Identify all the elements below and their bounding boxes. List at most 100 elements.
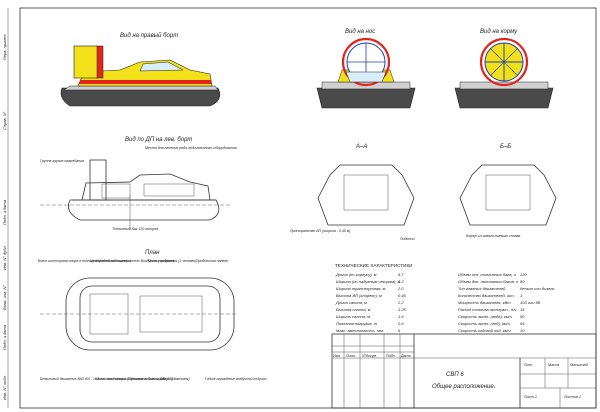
tb-col-list: Лист: [345, 354, 355, 358]
spec-label: Скорость экспл. (лед), км/ч: [458, 321, 510, 326]
section-outline: [459, 164, 557, 226]
view-title-section-b: Б–Б: [500, 144, 511, 150]
callout-fan-mount: Места для несения рядо-подъемочного обор…: [145, 146, 237, 150]
view-plan: План Винт-штопорная опора в полноподъёмн…: [38, 250, 267, 381]
callout-floor: Корпус из алюми-ниевого сплава: [466, 234, 520, 238]
spec-label: Скорость экспл. (вода), км/ч: [458, 314, 512, 319]
fan-strut: [489, 47, 519, 77]
tb-name: Общее расположение.: [432, 384, 495, 390]
spec-value: 103 или 88: [520, 300, 541, 305]
section-a: А–А Пространство ВП (ширина - 0,45 м) По…: [290, 144, 415, 241]
callout-salon: Салон (10 человек): [160, 377, 190, 381]
spec-label: Объем доп. топливных баков, л: [458, 279, 519, 284]
view-title-left-side: Вид по ДП на лев. борт: [125, 137, 192, 143]
window: [139, 61, 184, 72]
view-title-right-side: Вид на правый борт: [120, 32, 178, 39]
spec-label: Количество двигателей, шт.: [458, 293, 515, 298]
spec-label: Длина салона, м: [335, 300, 367, 305]
spec-value: 10: [520, 328, 525, 333]
hull-rim: [63, 85, 219, 91]
spec-value: 50: [520, 314, 525, 319]
title-block: Изм. Лист N°докум. Подп. Дата СВП 6 Обще…: [331, 333, 597, 409]
spec-label: Ширина (по надувным секциям), м: [336, 279, 400, 284]
spec-value: 80: [520, 279, 525, 284]
fan-duct-stripe: [96, 45, 104, 79]
sheet-frame: [19, 7, 597, 409]
specs-table: ТЕХНИЧЕСКИЕ ХАРАКТЕРИСТИКИ Длина (по кор…: [335, 263, 555, 333]
fan-ring: [479, 37, 529, 87]
view-title-section-a: А–А: [355, 144, 367, 150]
salon: [143, 183, 195, 197]
view-title-plan: План: [145, 250, 160, 256]
spec-label: Объем осн. топливных бака, л: [458, 272, 517, 277]
spec-label: Мощность двигателя, кВт: [458, 300, 511, 305]
spec-value: 3.2: [398, 279, 404, 284]
view-title-bow: Вид на нос: [345, 29, 375, 35]
margin-label: Взам. инв. N°: [2, 285, 7, 310]
callout-engines: Бензиновый двигатель ВАЗ 405 - 14,8 л.с.…: [40, 377, 179, 381]
callout-engine-lift: Винт-штопорная опора в полноподъёмной ве…: [38, 259, 131, 263]
spec-label: Полезная нагрузка, т: [336, 321, 378, 326]
callout-door: Продольная панель: [196, 259, 228, 263]
spec-value: 120: [520, 272, 527, 277]
view-title-stern: Вид на корму: [480, 29, 518, 35]
callout-fuel-tank: Топливный бак 120 литров: [112, 227, 158, 231]
view-stern: Вид на корму: [454, 29, 554, 109]
spec-value: 6: [398, 328, 401, 333]
specs-title: ТЕХНИЧЕСКИЕ ХАРАКТЕРИСТИКИ: [335, 263, 412, 268]
fan-duct: [73, 45, 99, 79]
fan-ring: [341, 37, 391, 87]
callout-pillows: Подносы: [400, 237, 415, 241]
spec-label: Макс. вместимость, чел.: [336, 328, 384, 333]
callout-fan-section: Нагнетание секции (бортовая гибкая оград…: [95, 377, 167, 381]
callout-engines-centre: Центробежный нагнетатель Воздушных подуш…: [90, 259, 175, 263]
spec-label: Тип главных двигателей: [458, 286, 506, 291]
spec-label: Ширина транспортная, м: [336, 286, 386, 291]
body-outline: [81, 173, 211, 201]
spec-value: 65: [520, 321, 525, 326]
tb-masshtab: Масштаб: [570, 363, 589, 367]
salon-section: [485, 174, 531, 211]
margin-label: Подп. и дата: [2, 324, 7, 350]
fan-duct: [89, 159, 107, 201]
tb-code: СВП 6: [446, 372, 464, 378]
margin-label: Инв. N° подл.: [2, 375, 7, 400]
callout-steering: Пост управления (1 человек): [148, 259, 196, 263]
spec-value: 2.2: [397, 300, 404, 305]
spec-label: Расход топлива эксплуат., л/ч: [458, 307, 516, 312]
tb-sheet: Лист 1: [523, 395, 537, 399]
spec-value: 1.6: [398, 314, 404, 319]
spec-label: Ширина салона, м: [336, 314, 370, 319]
skirt: [316, 87, 416, 109]
spec-label: Длина (по корпусу), м: [335, 272, 377, 277]
skirt: [67, 199, 220, 221]
tb-lit: Лит.: [523, 363, 533, 367]
margin-label: Подп. и дата: [2, 199, 7, 225]
callout-dp-space: Пространство ВП (ширина - 0,45 м): [290, 229, 350, 233]
spec-value: бензин или дизель: [520, 286, 555, 291]
section-b: Б–Б Корпус из алюми-ниевого сплава: [459, 144, 557, 238]
title-block-frame: [331, 333, 597, 409]
view-left-side-dp: Вид по ДП на лев. борт Места для несения…: [40, 137, 237, 231]
view-bow: Вид на нос: [316, 29, 416, 109]
margin-labels: Перв. примен. Справ. N° Подп. и дата Инв…: [2, 33, 7, 400]
section-outline: [317, 164, 415, 226]
salon-section: [343, 174, 389, 211]
windshield: [345, 71, 387, 83]
callout-cargo: Группа грузов нагребания: [40, 159, 84, 163]
spec-value: 15: [520, 307, 525, 312]
skirt: [454, 87, 554, 109]
spec-value: 0.45: [398, 293, 407, 298]
stripe: [79, 80, 212, 84]
margin-label: Справ. N°: [2, 111, 7, 130]
spec-value: 1: [520, 293, 522, 298]
margin-label: Перв. примен.: [2, 33, 7, 60]
tb-col-doc: N°докум.: [362, 354, 377, 358]
spec-value: 5.7: [398, 272, 404, 277]
tb-massa: Масса: [548, 363, 559, 367]
spec-value: 0.5: [398, 321, 404, 326]
